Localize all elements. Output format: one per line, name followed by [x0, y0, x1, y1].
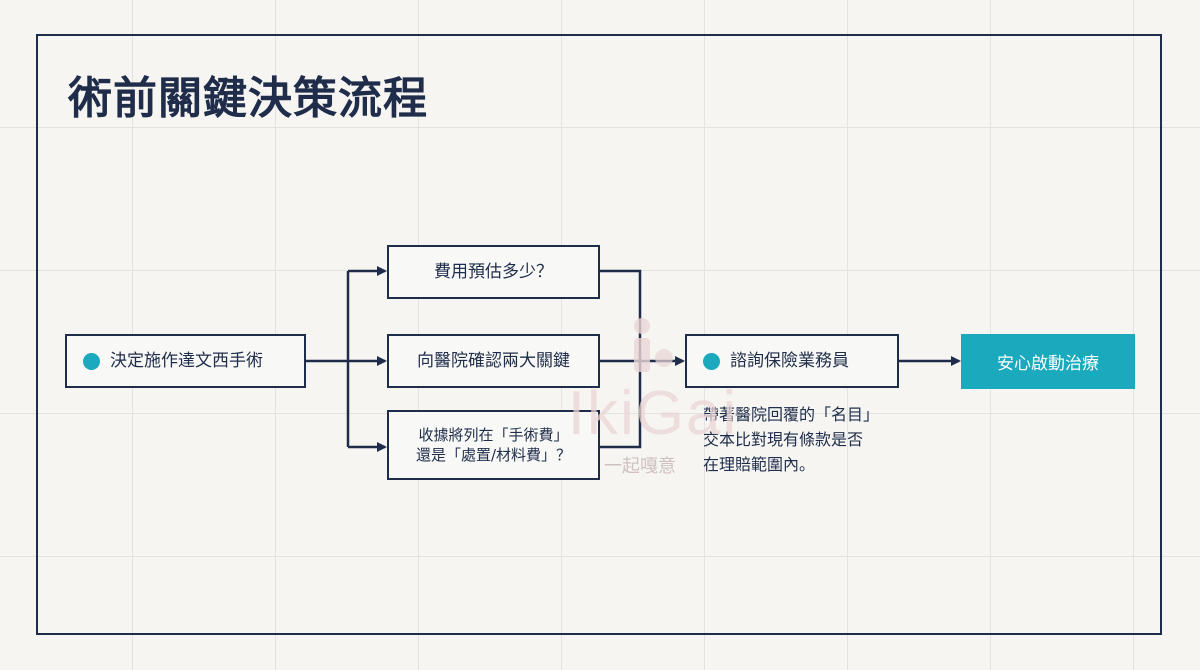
start-node: 決定施作達文西手術	[65, 334, 306, 388]
consult-note-line-3: 在理賠範圍內。	[703, 455, 816, 474]
consult-dot-icon	[703, 352, 720, 370]
receipt-node: 收據將列在「手術費」 還是「處置/材料費」？	[387, 410, 600, 480]
confirm-node: 向醫院確認兩大關鍵	[387, 334, 600, 388]
slide-frame	[36, 34, 1162, 635]
start-dot-icon	[83, 352, 100, 370]
receipt-node-line-1: 收據將列在「手術費」	[418, 425, 569, 444]
cost-node-label: 費用預估多少？	[434, 261, 553, 282]
confirm-node-label: 向醫院確認兩大關鍵	[417, 350, 570, 371]
consult-note-line-1: 帶著醫院回覆的「名目」	[703, 405, 880, 424]
final-node-label: 安心啟動治療	[997, 354, 1099, 374]
page-title: 術前關鍵決策流程	[68, 73, 428, 124]
cost-node: 費用預估多少？	[387, 245, 600, 299]
receipt-node-line-2: 還是「處置/材料費」？	[415, 446, 572, 464]
consult-node-label: 諮詢保險業務員	[730, 350, 849, 371]
consult-node: 諮詢保險業務員	[685, 334, 899, 388]
consult-note-line-2: 交本比對現有條款是否	[703, 430, 864, 449]
consult-note: 帶著醫院回覆的「名目」 交本比對現有條款是否 在理賠範圍內。	[703, 402, 933, 477]
start-node-label: 決定施作達文西手術	[110, 350, 263, 371]
final-node: 安心啟動治療	[961, 334, 1135, 389]
arrow-cost-merge	[600, 269, 642, 449]
